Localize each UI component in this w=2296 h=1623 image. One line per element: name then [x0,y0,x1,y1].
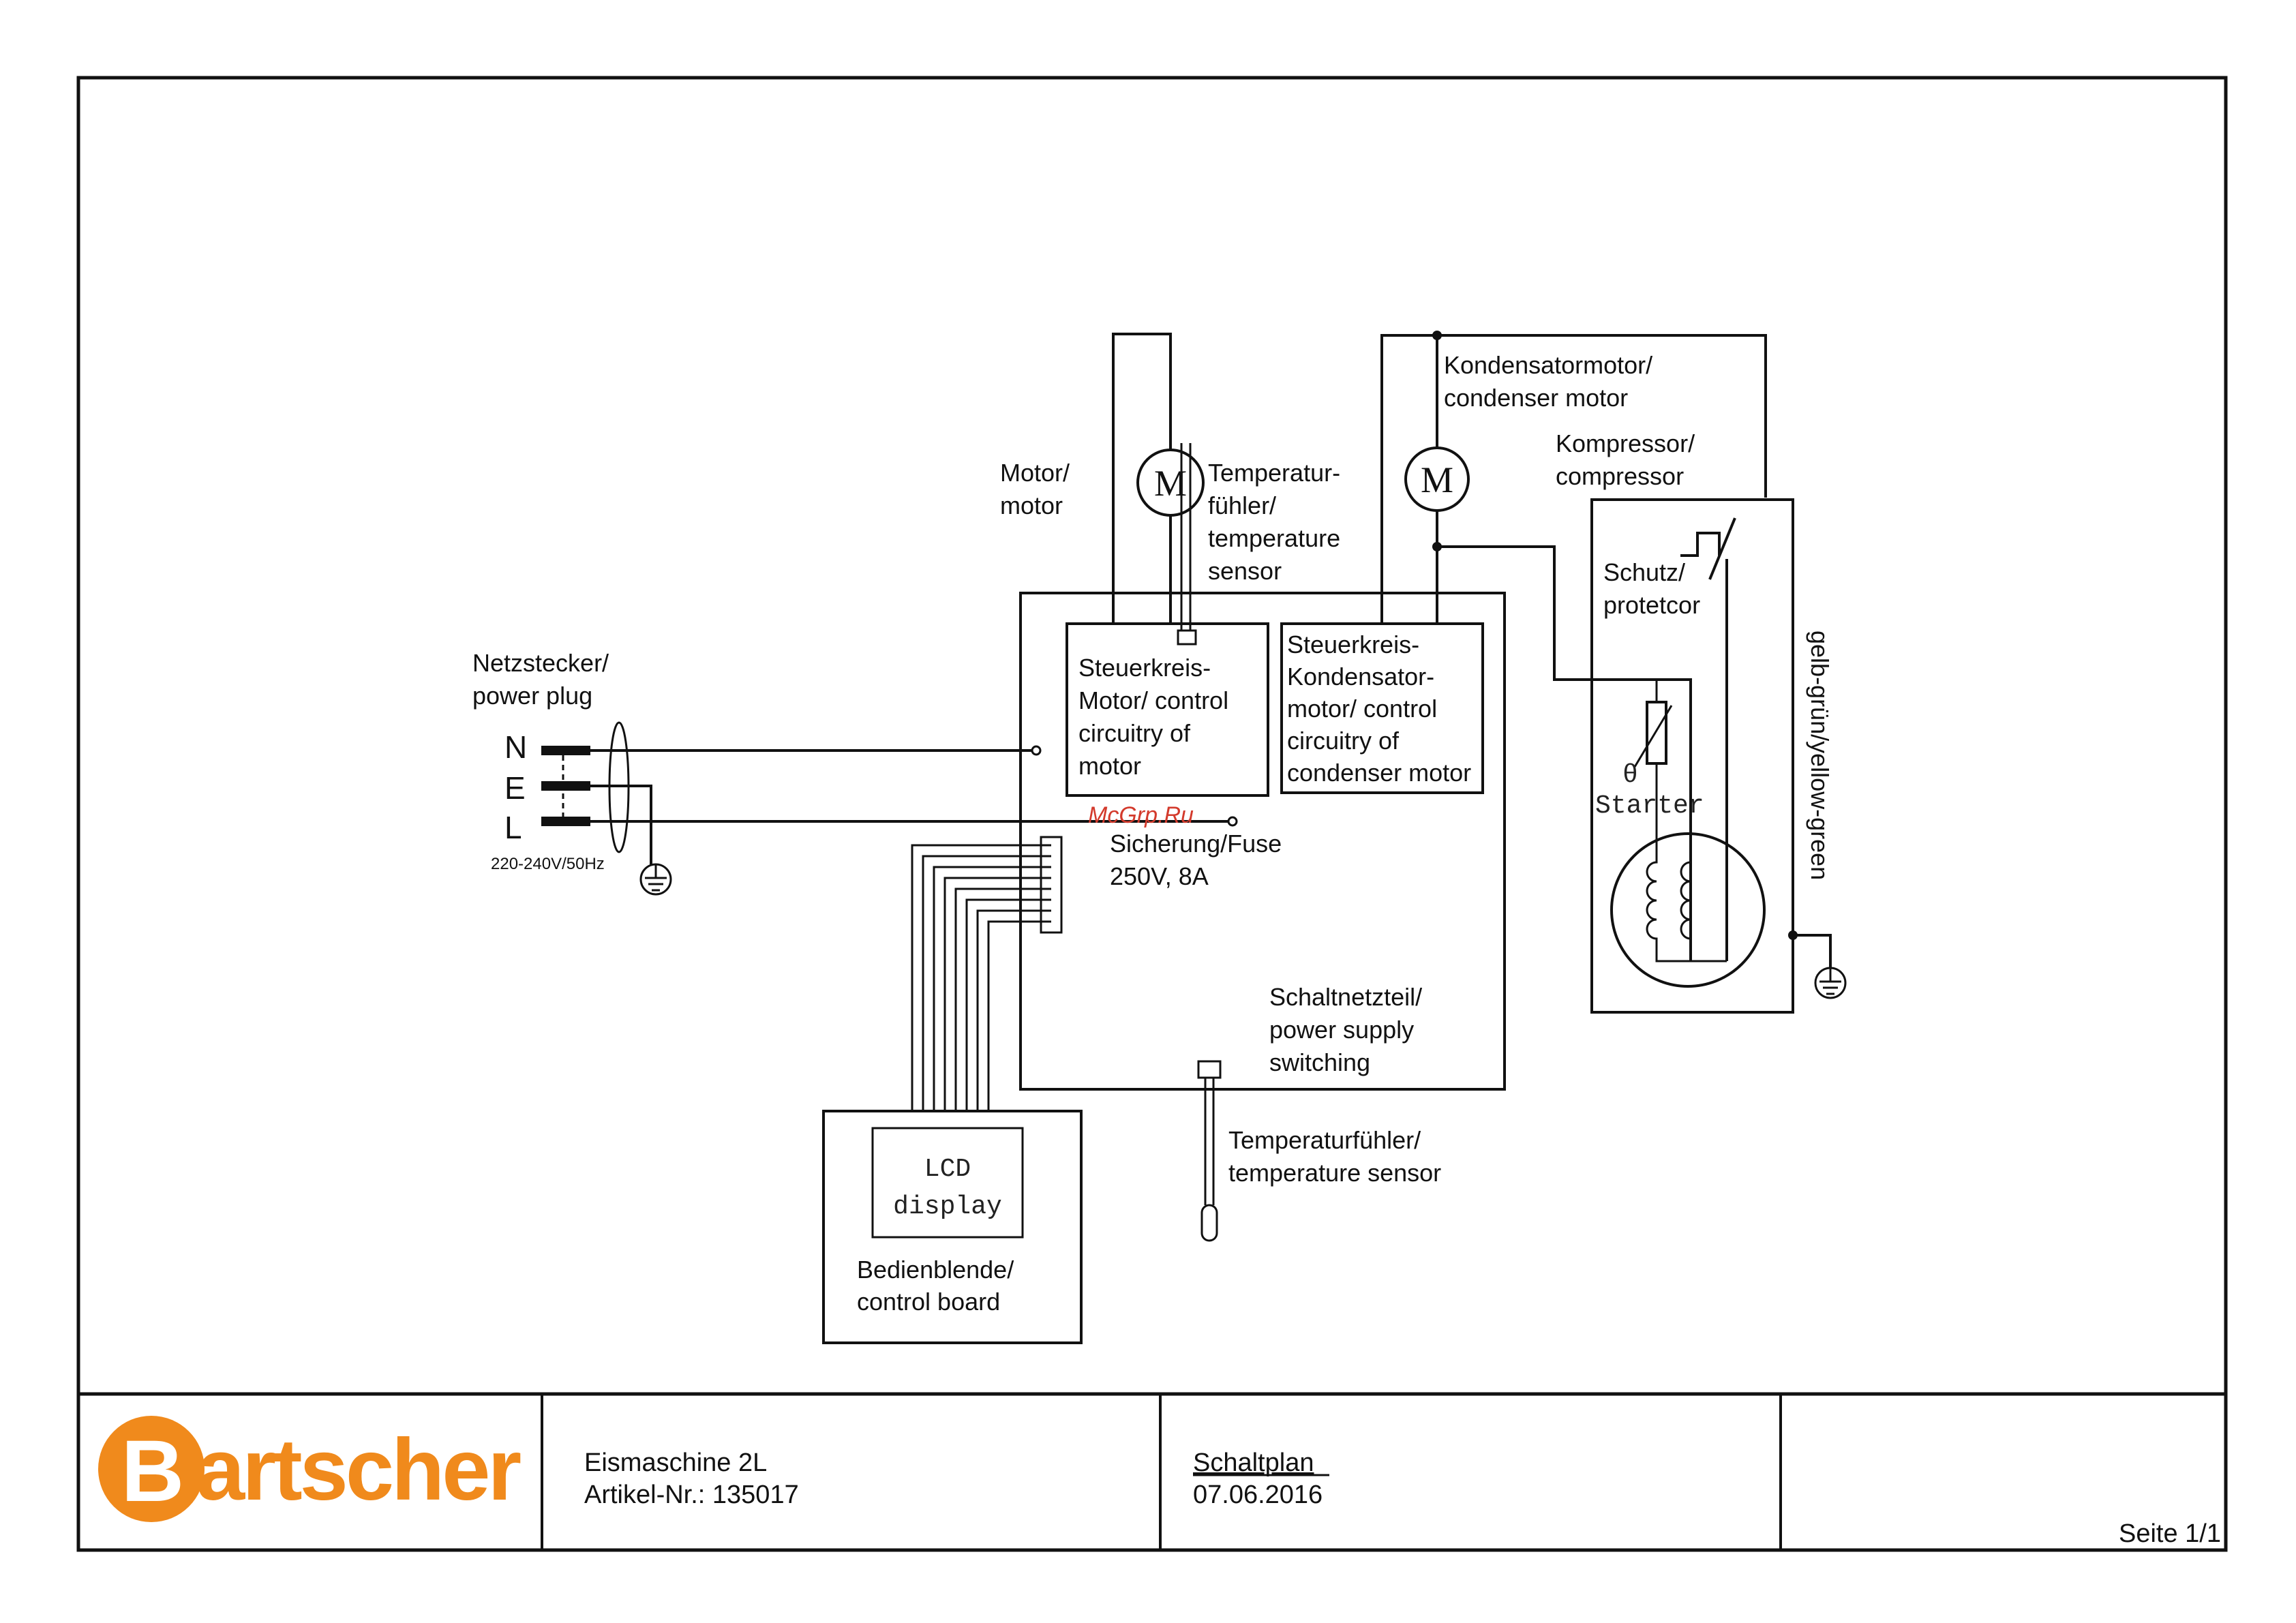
motor-control-label-2: Motor/ control [1078,686,1228,714]
motor-control-box [1066,622,1269,797]
lcd-label-1: LCD [924,1155,971,1184]
condenser-motor-label-2: condenser motor [1444,384,1628,412]
starter-label: Starter [1595,791,1704,821]
condenser-control-label-2: Kondensator- [1287,663,1434,691]
power-supply-box [1019,592,1506,1091]
motor-label-1: Motor/ [1000,459,1070,487]
earth-wire-plug [590,785,652,864]
psu-label-2: power supply [1269,1016,1414,1044]
condenser-motor-label-1: Kondensatormotor/ [1444,351,1652,379]
bartscher-logo: B artscher [98,1416,523,1522]
watermark: McGrp.Ru [1088,802,1194,828]
control-board-label-2: control board [857,1288,1000,1316]
starter-feed-wire [1437,545,1692,961]
motor-control-label-1: Steuerkreis- [1078,654,1211,682]
condenser-control-label-3: motor/ control [1287,695,1437,723]
earth-symbol-compressor [1814,967,1847,999]
condenser-motor-symbol-m: M [1421,459,1453,500]
fuse-label-2: 250V, 8A [1110,862,1209,890]
document-date: 07.06.2016 [1193,1481,1323,1509]
temp-sensor-top-label-4: sensor [1208,557,1282,585]
motor-control-label-4: motor [1078,752,1141,780]
compressor-winding-2 [1680,842,1727,962]
compressor-label-1: Kompressor/ [1556,429,1695,457]
live-terminal [1227,816,1238,827]
motor-symbol [1136,449,1205,517]
motor-sensor-wires [1180,443,1192,636]
power-plug-label-1: Netzstecker/ [472,649,609,677]
bottom-sensor-wire [1204,1078,1215,1205]
condenser-control-label-4: circuitry of [1287,727,1400,755]
lcd-display-box [871,1127,1024,1239]
condenser-control-label-5: condenser motor [1287,759,1471,787]
condenser-motor-symbol [1404,446,1470,512]
plug-pin-l: L [504,810,522,845]
temp-sensor-top-label-1: Temperatur- [1208,459,1340,487]
drawing-frame [76,76,2228,1552]
document-type: Schaltplan [1193,1448,1314,1477]
plug-pin-n: N [504,729,527,765]
compressor-winding-1 [1646,845,1691,962]
compressor-motor-circle [1610,832,1766,988]
ribbon-connector [1040,836,1063,934]
condenser-wire-loop [1380,334,1767,624]
motor-control-label-3: circuitry of [1078,719,1191,747]
temp-sensor-top-label-3: temperature [1208,524,1340,552]
bottom-sensor-connector [1197,1060,1222,1079]
control-board-box [822,1110,1083,1344]
compressor-box [1590,498,1794,1014]
condenser-control-label-1: Steuerkreis- [1287,631,1419,658]
control-board-label-1: Bedienblende/ [857,1256,1014,1284]
protector-label-1: Schutz/ [1603,558,1685,586]
fuse-label-1: Sicherung/Fuse [1110,830,1282,858]
starter-ptc-slash [1633,680,1673,845]
lcd-label-2: display [893,1192,1002,1222]
logo-wordmark: artscher [196,1421,520,1519]
starter-theta: θ [1622,761,1638,790]
protector-switch-symbol [1680,517,1736,961]
earth-junction-dot [1788,930,1798,940]
logo-b-letter: B [121,1423,181,1520]
earth-wire-compressor [1793,934,1832,968]
psu-label-3: switching [1269,1048,1370,1076]
temp-sensor-bottom-label-1: Temperaturfühler/ [1228,1126,1421,1154]
bottom-sensor-probe [1200,1204,1218,1242]
neutral-terminal [1031,745,1042,756]
psu-label-1: Schaltnetzteil/ [1269,983,1422,1011]
page-indicator: Seite 1/1 [2119,1519,2221,1548]
motor-sensor-connector [1177,629,1197,646]
starter-ptc-symbol [1646,701,1667,765]
yellow-green-label: gelb-grün/yellow-green [1806,631,1834,880]
temp-sensor-top-label-2: fühler/ [1208,491,1276,519]
article-number: Artikel-Nr.: 135017 [584,1481,799,1509]
protector-label-2: protetcor [1603,591,1700,619]
voltage-label: 220-240V/50Hz [491,855,605,873]
product-name: Eismaschine 2L [584,1448,767,1477]
earth-symbol-plug [639,863,672,896]
plug-pin-e: E [504,770,526,806]
compressor-label-2: compressor [1556,462,1684,490]
ribbon-cable [911,844,1051,1111]
temp-sensor-bottom-label-2: temperature sensor [1228,1159,1441,1187]
power-plug-label-2: power plug [472,682,592,710]
motor-label-2: motor [1000,491,1063,519]
